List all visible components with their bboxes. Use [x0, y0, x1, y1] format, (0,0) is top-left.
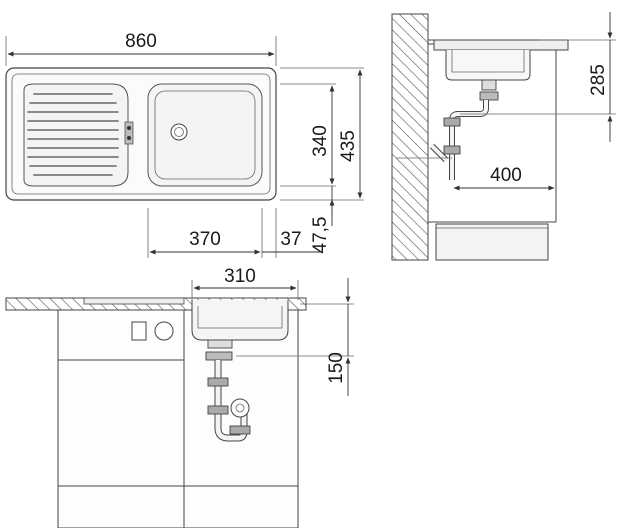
sink-bowl-top [147, 83, 263, 187]
sink-bowl-side [445, 50, 531, 81]
dimension-label-bowl-depth: 340 [310, 125, 331, 157]
dimension-label-front-offset: 47,5 [310, 217, 331, 254]
dimension-label-trap-depth: 400 [490, 165, 522, 186]
socket-icon [131, 321, 147, 341]
cabinet-left-front [57, 309, 185, 528]
dimension-label-offset-small: 37 [280, 229, 301, 250]
socket-round-icon [154, 321, 174, 341]
drainer-rim-front [83, 297, 185, 305]
drain-hole [170, 123, 188, 141]
sink-rim-side [433, 39, 569, 51]
cabinet-plinth [435, 223, 549, 261]
dimension-label-overall-width: 860 [125, 31, 157, 52]
drain-pipe-side [429, 79, 499, 180]
dimension-label-bowl-width: 370 [189, 229, 221, 250]
dimension-label-drain-height: 285 [588, 64, 609, 96]
drain-trap-front [205, 339, 251, 442]
side-view: 285 400 [391, 12, 616, 261]
sink-bowl-front [191, 300, 289, 341]
front-view: 310 150 [5, 266, 354, 528]
drainer-board [23, 83, 134, 187]
top-view: 860 [5, 31, 364, 258]
dimension-label-overall-depth: 435 [338, 130, 359, 162]
overflow-slot [124, 121, 134, 145]
wall-section [391, 13, 429, 261]
dimension-label-front-bowl-width: 310 [224, 266, 256, 287]
sink-rim-top [11, 73, 271, 195]
dimension-label-front-drain: 150 [326, 352, 347, 384]
